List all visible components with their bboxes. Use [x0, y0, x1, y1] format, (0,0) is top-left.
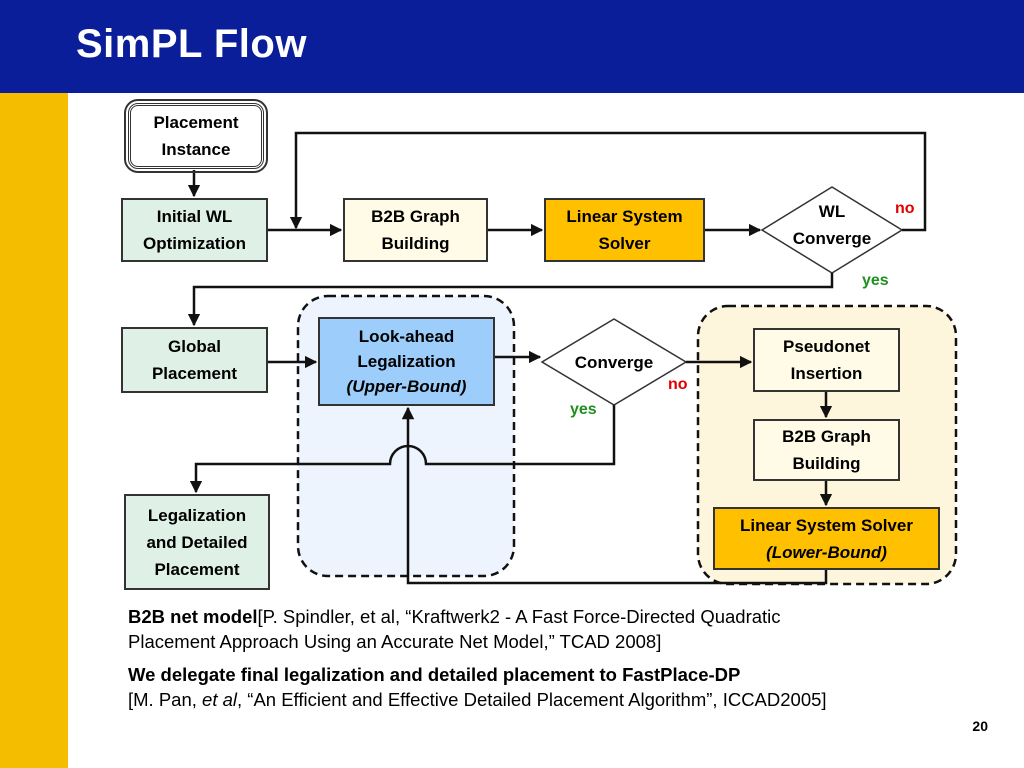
converge-no-label: no [668, 376, 688, 393]
initial-wl-optimization-box: Initial WL Optimization [121, 198, 268, 262]
placement-instance-line1: Placement [153, 113, 239, 132]
edge-converge-yes [189, 405, 616, 494]
b2b-reference-text1: [P. Spindler, et al, “Kraftwerk2 - A Fas… [257, 606, 781, 627]
placement-instance-box: Placement Instance [124, 99, 268, 173]
edge-solver-right-to-lookahead [401, 406, 828, 585]
solver-right-line1: Linear System Solver [740, 515, 913, 535]
b2b-graph-building-top-box: B2B Graph Building [343, 198, 488, 262]
converge-yes-label: yes [570, 401, 597, 418]
legalization-detailed-placement-box: Legalization and Detailed Placement [124, 494, 270, 590]
edge-wl-yes [187, 273, 834, 327]
b2b-right-line2: Building [792, 454, 861, 473]
b2b-reference-line1: B2B net model[P. Spindler, et al, “Kraft… [128, 604, 1008, 629]
linear-system-solver-top-box: Linear System Solver [544, 198, 705, 262]
pseudonet-line1: Pseudonet [783, 337, 870, 356]
references-block: B2B net model[P. Spindler, et al, “Kraft… [128, 604, 1008, 712]
b2b-right-line1: B2B Graph [782, 427, 871, 446]
linear-system-solver-right-box: Linear System Solver (Lower-Bound) [713, 507, 940, 570]
b2b-net-model-bold: B2B net model [128, 606, 258, 627]
edge-wl-no-loop [289, 131, 927, 232]
converge-label: Converge [574, 353, 654, 372]
pan-reference: [M. Pan, et al, “An Efficient and Effect… [128, 687, 1008, 712]
initial-wl-line2: Optimization [143, 234, 246, 253]
b2b-graph-building-right-box: B2B Graph Building [753, 419, 900, 481]
lookahead-legalization-box: Look-ahead Legalization (Upper-Bound) [318, 317, 495, 406]
pan-ref-post: , “An Efficient and Effective Detailed P… [237, 689, 827, 710]
b2b-top-line1: B2B Graph [371, 207, 460, 226]
pseudonet-insertion-box: Pseudonet Insertion [753, 328, 900, 392]
wl-converge-label: WL Converge [782, 198, 882, 252]
slide-title: SimPL Flow [76, 22, 307, 66]
lookahead-line3: (Upper-Bound) [346, 377, 467, 396]
delegate-statement: We delegate final legalization and detai… [128, 664, 741, 685]
global-placement-line1: Global [168, 337, 221, 356]
legalization-line2: and Detailed [146, 532, 248, 552]
page-number: 20 [972, 718, 988, 734]
wl-no-label: no [895, 200, 915, 217]
wl-converge-line2: Converge [792, 229, 872, 248]
lookahead-line1: Look-ahead [358, 327, 455, 346]
initial-wl-line1: Initial WL [156, 207, 233, 226]
solver-right-line2: (Lower-Bound) [766, 542, 887, 562]
placement-instance-line2: Instance [161, 140, 231, 159]
global-placement-line2: Placement [151, 364, 238, 383]
title-bar: SimPL Flow [0, 0, 1024, 93]
lookahead-line2: Legalization [357, 352, 456, 371]
pan-ref-italic: et al [202, 689, 237, 710]
pan-ref-pre: [M. Pan, [128, 689, 203, 710]
wl-converge-line1: WL [818, 202, 846, 221]
pseudonet-line2: Insertion [790, 364, 863, 383]
wl-yes-label: yes [862, 272, 889, 289]
legalization-line3: Placement [154, 559, 240, 579]
solver-top-line2: Solver [598, 234, 651, 253]
left-accent-strip [0, 93, 68, 768]
b2b-reference-text2: Placement Approach Using an Accurate Net… [128, 631, 662, 652]
b2b-top-line2: Building [381, 234, 450, 253]
solver-top-line1: Linear System [566, 207, 683, 226]
legalization-line1: Legalization [147, 505, 247, 525]
global-placement-box: Global Placement [121, 327, 268, 393]
